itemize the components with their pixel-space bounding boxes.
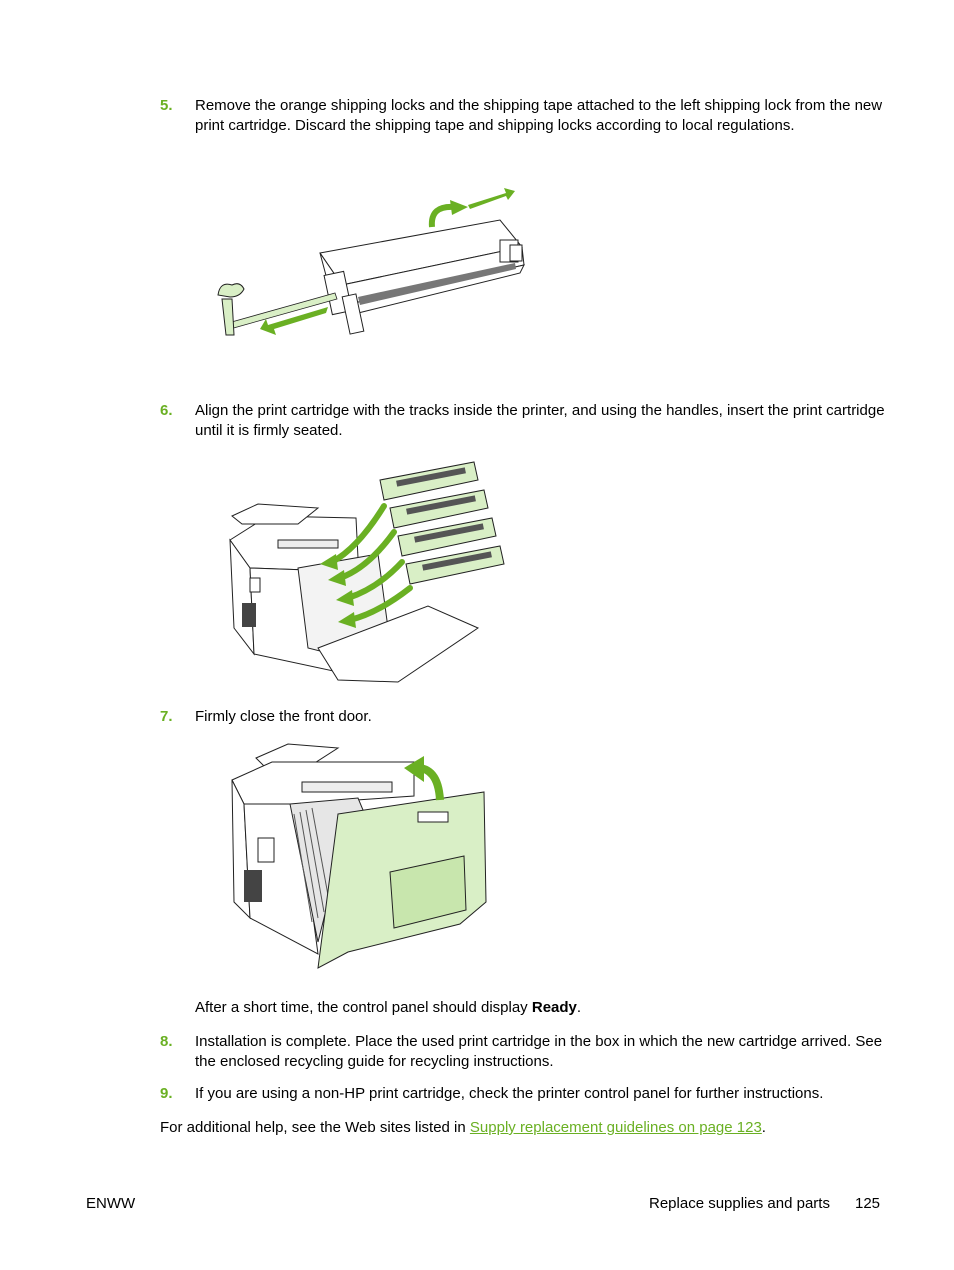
step-5-number: 5. xyxy=(160,97,173,114)
footer-section-title: Replace supplies and parts xyxy=(649,1195,830,1212)
step-8-number: 8. xyxy=(160,1033,173,1050)
ready-status: Ready xyxy=(531,999,577,1016)
step-7-text: Firmly close the front door. xyxy=(195,708,372,725)
step-5-text: Remove the orange shipping locks and the… xyxy=(195,97,883,134)
remove-shipping-locks-illustration xyxy=(217,188,525,336)
help-prefix: For additional help, see the Web sites l… xyxy=(160,1119,470,1136)
step-6-number: 6. xyxy=(160,402,173,419)
step-9-number: 9. xyxy=(160,1085,173,1102)
step-8-text: Installation is complete. Place the used… xyxy=(195,1033,883,1070)
note-prefix: After a short time, the control panel sh… xyxy=(195,999,532,1016)
step-9-text: If you are using a non-HP print cartridg… xyxy=(195,1085,824,1102)
insert-cartridges-illustration xyxy=(229,461,505,683)
step-7-number: 7. xyxy=(160,708,173,725)
footer-left: ENWW xyxy=(86,1195,136,1212)
close-front-door-illustration xyxy=(231,743,487,969)
note-suffix: . xyxy=(576,999,582,1016)
additional-help: For additional help, see the Web sites l… xyxy=(160,1118,900,1138)
page-number: 125 xyxy=(855,1195,881,1212)
step-6-text: Align the print cartridge with the track… xyxy=(195,402,885,439)
control-panel-note: After a short time, the control panel sh… xyxy=(195,998,895,1018)
help-suffix: . xyxy=(761,1119,766,1136)
supply-guidelines-link[interactable]: Supply replacement guidelines on page 12… xyxy=(469,1119,762,1136)
